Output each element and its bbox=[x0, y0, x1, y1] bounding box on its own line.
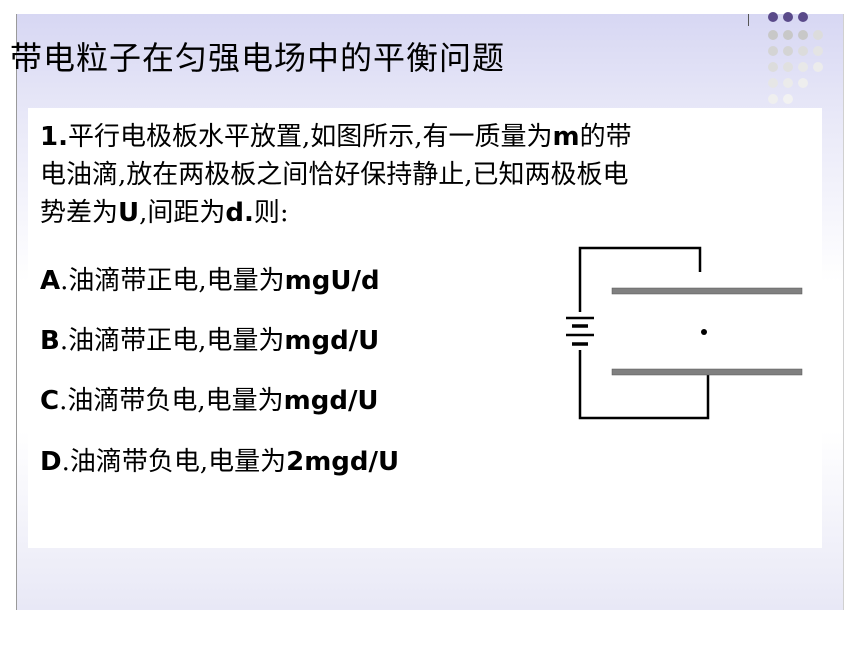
option-separator: . bbox=[59, 326, 69, 356]
top-wire bbox=[578, 246, 702, 312]
option-formula: mgU/d bbox=[284, 266, 380, 296]
option-formula: mgd/U bbox=[283, 386, 379, 416]
dot-light bbox=[783, 94, 793, 104]
option-text: 油滴带负电,电量为 bbox=[67, 386, 284, 416]
corner-tick-mark bbox=[748, 14, 749, 26]
dot-grey bbox=[783, 46, 793, 56]
option-formula: 2mgd/U bbox=[286, 447, 400, 477]
dot-light bbox=[768, 78, 778, 88]
upper-capacitor-plate bbox=[611, 287, 803, 295]
question-line-1: 1.平行电极板水平放置,如图所示,有一质量为m的带 bbox=[40, 118, 810, 156]
question-line-3-mid: ,间距为 bbox=[139, 198, 226, 228]
bottom-wire bbox=[578, 350, 710, 420]
option-separator: . bbox=[61, 447, 70, 477]
option-a: A.油滴带正电,电量为mgU/d bbox=[40, 260, 380, 297]
dot-grey bbox=[798, 30, 808, 40]
option-text: 油滴带正电,电量为 bbox=[68, 326, 285, 356]
dot-grey bbox=[768, 46, 778, 56]
option-text: 油滴带正电,电量为 bbox=[68, 266, 285, 296]
question-line-1-text: 平行电极板水平放置,如图所示,有一质量为 bbox=[67, 122, 553, 152]
option-separator: . bbox=[60, 266, 69, 296]
option-c: C.油滴带负电,电量为mgd/U bbox=[40, 380, 379, 417]
dot-light bbox=[798, 78, 808, 88]
dot-dark bbox=[783, 12, 793, 22]
dot-dark bbox=[768, 12, 778, 22]
dot-light bbox=[813, 46, 823, 56]
dot-light bbox=[768, 94, 778, 104]
option-separator: . bbox=[59, 386, 68, 416]
question-line-2: 电油滴,放在两极板之间恰好保持静止,已知两极板电 bbox=[40, 160, 629, 190]
question-number: 1. bbox=[40, 122, 68, 152]
distance-symbol: d. bbox=[225, 198, 254, 228]
option-d: D.油滴带负电,电量为2mgd/U bbox=[40, 441, 399, 478]
question-line-3: 势差为U,间距为d.则: bbox=[40, 194, 810, 232]
circuit-diagram bbox=[566, 246, 803, 420]
option-formula: mgd/U bbox=[284, 326, 380, 356]
question-text: 1.平行电极板水平放置,如图所示,有一质量为m的带 电油滴,放在两极板之间恰好保… bbox=[40, 118, 810, 232]
slide-title: 带电粒子在匀强电场中的平衡问题 bbox=[10, 39, 506, 77]
dot-grey bbox=[798, 46, 808, 56]
dot-light bbox=[783, 78, 793, 88]
question-line-3-head: 势差为 bbox=[40, 198, 119, 228]
lower-capacitor-plate bbox=[611, 368, 803, 376]
question-line-1-tail: 的带 bbox=[579, 122, 632, 152]
dot-grey bbox=[768, 30, 778, 40]
dot-light bbox=[768, 62, 778, 72]
oil-droplet bbox=[701, 329, 707, 335]
option-letter: C bbox=[40, 386, 60, 416]
option-letter: A bbox=[40, 266, 61, 296]
voltage-symbol: U bbox=[118, 198, 140, 228]
dot-light bbox=[813, 62, 823, 72]
dot-light bbox=[798, 62, 808, 72]
slide-left-border bbox=[16, 14, 17, 610]
option-text: 油滴带负电,电量为 bbox=[69, 447, 287, 477]
option-b: B.油滴带正电,电量为mgd/U bbox=[40, 320, 379, 357]
content-panel bbox=[28, 108, 822, 548]
option-letter: B bbox=[40, 326, 60, 356]
question-line-3-tail: 则: bbox=[253, 198, 289, 228]
dot-dark bbox=[798, 12, 808, 22]
slide-right-border bbox=[843, 14, 844, 610]
option-letter: D bbox=[40, 447, 62, 477]
dot-light bbox=[783, 62, 793, 72]
dot-grey bbox=[783, 30, 793, 40]
mass-symbol: m bbox=[552, 122, 580, 152]
dot-grey bbox=[813, 30, 823, 40]
